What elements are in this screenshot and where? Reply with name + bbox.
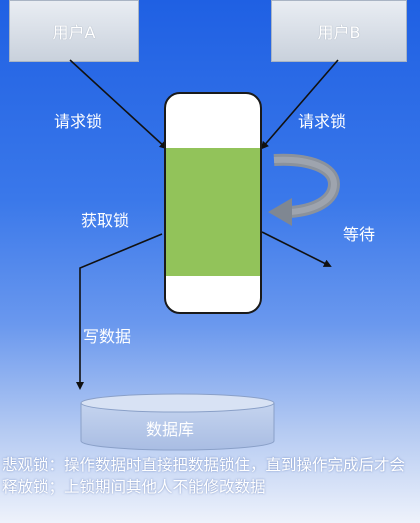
write-data-label: 写数据 — [83, 327, 132, 346]
database-cylinder — [80, 393, 275, 451]
user-a-box: 用户A — [9, 0, 139, 62]
request-lock-right-label: 请求锁 — [298, 112, 347, 131]
wait-output-arrow — [261, 231, 332, 267]
request-lock-left-label: 请求锁 — [54, 112, 103, 131]
database-label: 数据库 — [146, 420, 195, 439]
user-a-label: 用户A — [52, 23, 96, 42]
wait-curve-arrow — [268, 153, 341, 226]
request-arrow-b — [260, 59, 339, 150]
wait-label: 等待 — [343, 225, 376, 244]
acquire-lock-label: 获取锁 — [81, 211, 130, 230]
lock-container — [164, 92, 262, 314]
write-arrow — [76, 233, 163, 390]
request-arrow-a — [69, 59, 168, 150]
locked-region — [166, 148, 260, 276]
footer-description: 悲观锁：操作数据时直接把数据锁住，直到操作完成后才会释放锁；上锁期间其他人不能修… — [2, 456, 406, 496]
user-b-label: 用户B — [317, 23, 361, 42]
user-b-box: 用户B — [271, 0, 407, 62]
